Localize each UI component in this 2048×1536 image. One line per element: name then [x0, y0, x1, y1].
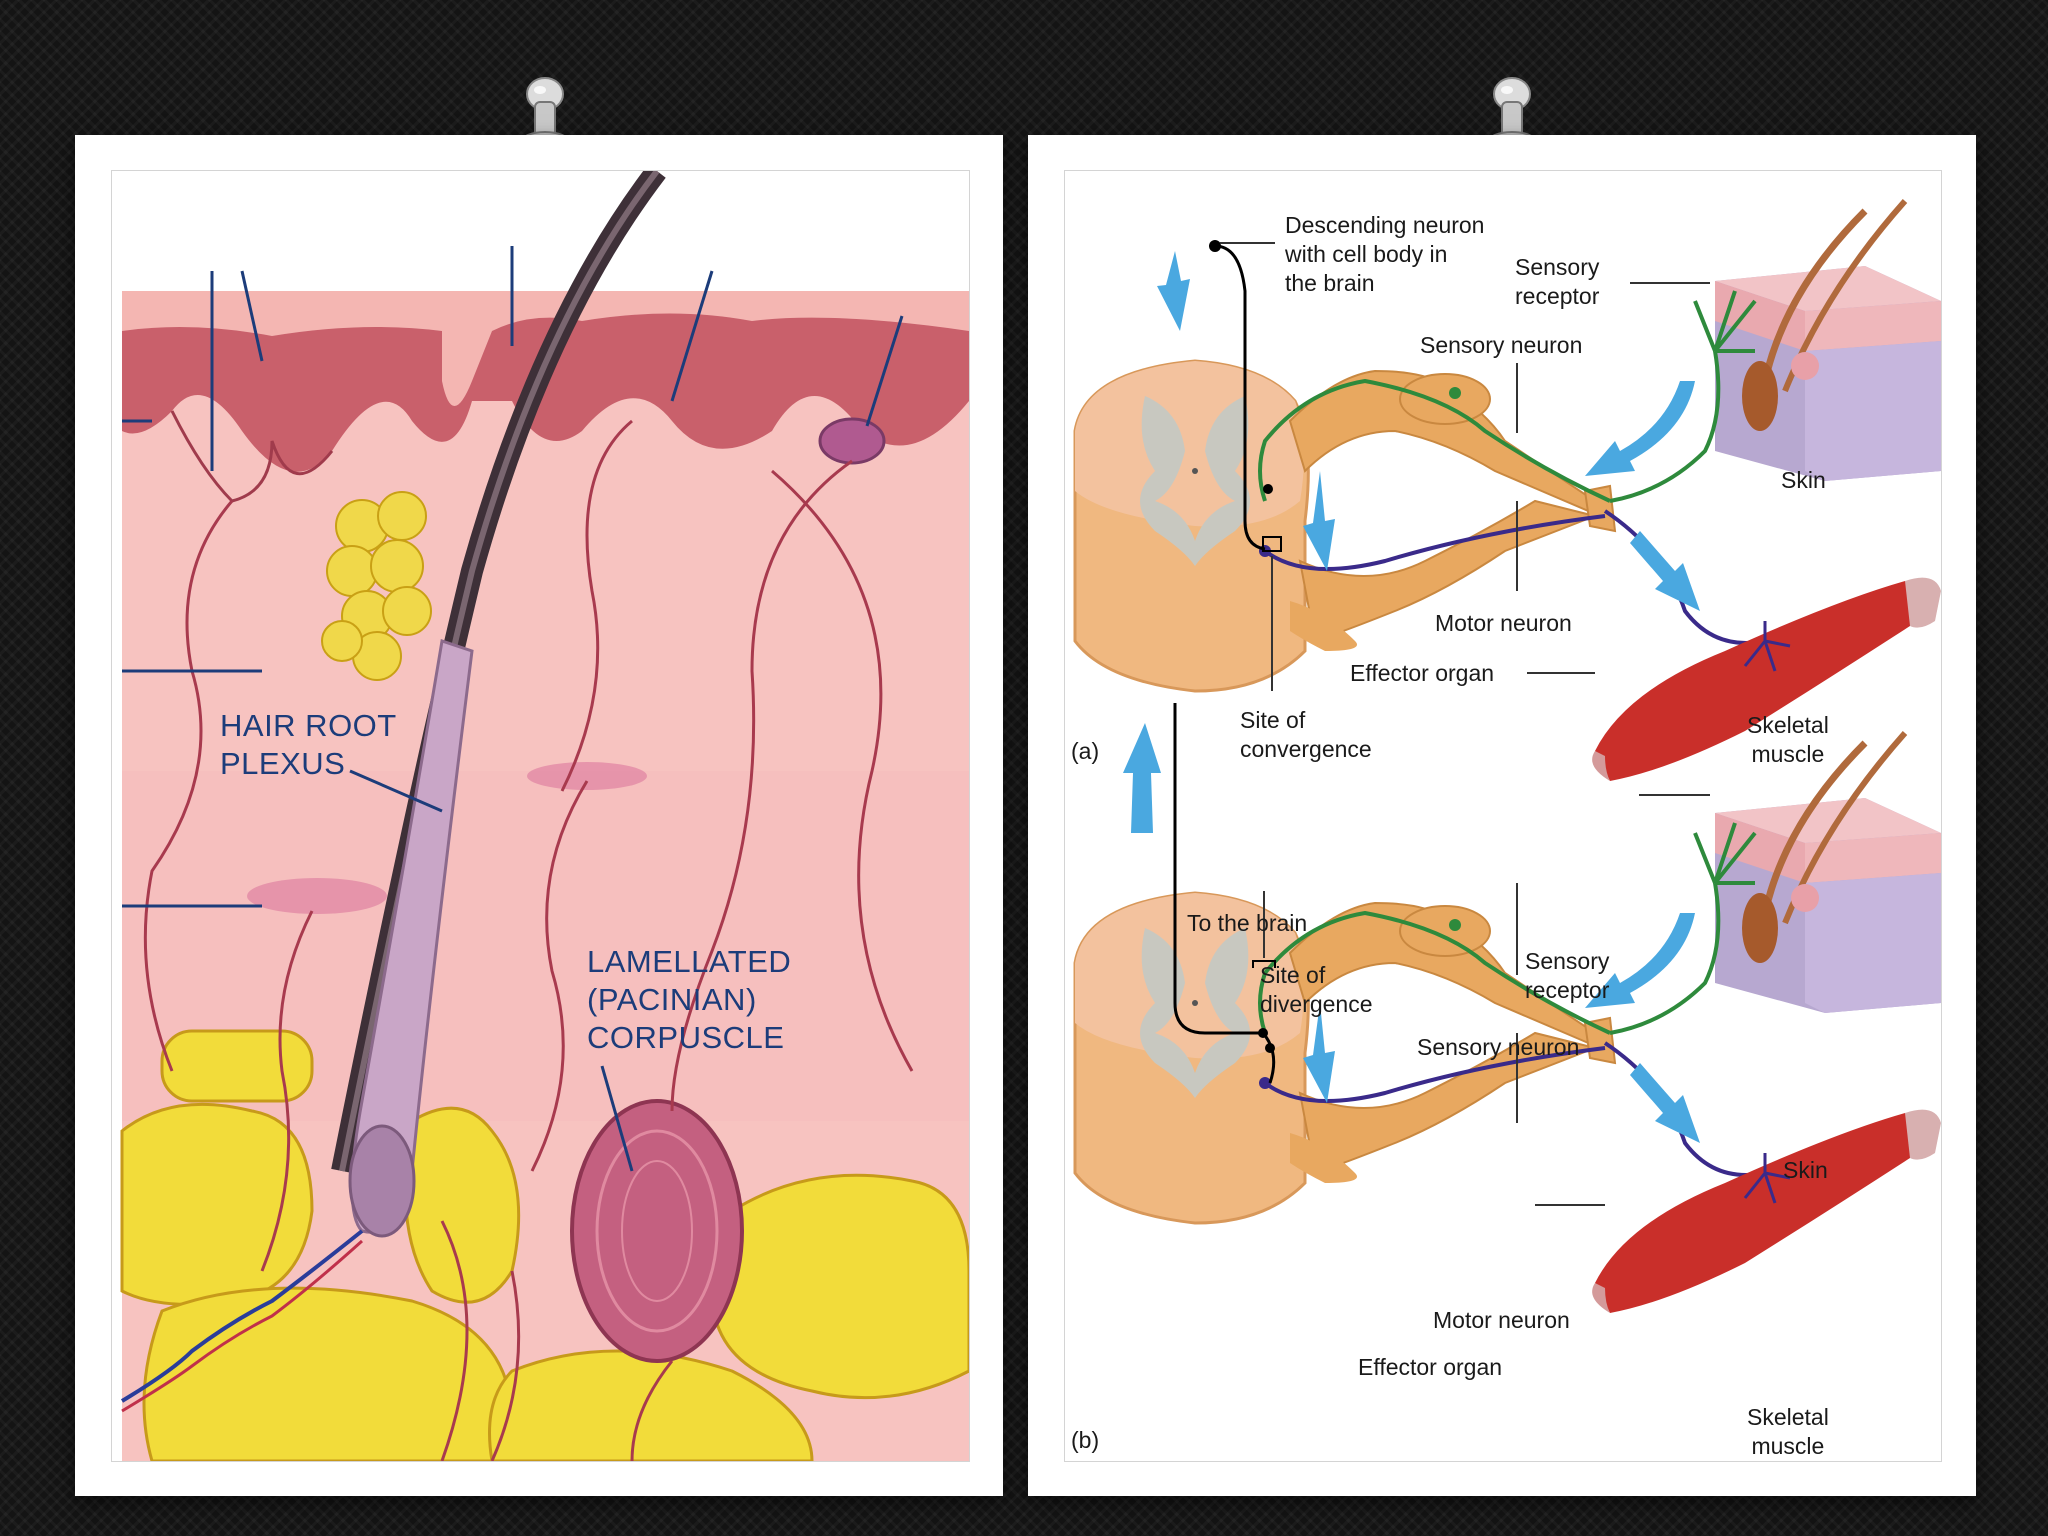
skin-cross-section-illustration [120, 171, 969, 1461]
neural-circuits-illustration [1073, 199, 1941, 1313]
effector-organ-label: Effector organ [1350, 660, 1495, 686]
panel-b-letter: (b) [1071, 1427, 1100, 1453]
neural-circuit-figure: Descending neuron with cell body in the … [1064, 170, 1942, 1462]
descending-neuron-label: Descending neuron with cell body in the … [1285, 212, 1485, 296]
motor-neuron-label-b: Motor neuron [1433, 1307, 1570, 1333]
sensory-receptor-label-b: Sensory receptor [1525, 948, 1610, 1003]
hair-root-plexus-label: HAIR ROOT PLEXUS [220, 708, 397, 781]
skeletal-muscle-label: Skeletal muscle [1747, 712, 1829, 767]
panel-a-illustration [1073, 199, 1941, 781]
left-photo-card: HAIR ROOT PLEXUS LAMELLATED (PACINIAN) C… [75, 135, 1003, 1496]
skin-label-b: Skin [1783, 1157, 1828, 1183]
to-the-brain-label: To the brain [1187, 910, 1308, 936]
right-photo-card: Descending neuron with cell body in the … [1028, 135, 1976, 1496]
skin-anatomy-figure: HAIR ROOT PLEXUS LAMELLATED (PACINIAN) C… [111, 170, 970, 1462]
site-of-divergence-label: Site of divergence [1260, 962, 1373, 1017]
motor-neuron-label: Motor neuron [1435, 610, 1572, 636]
site-of-convergence-label: Site of convergence [1240, 707, 1372, 762]
lamellated-corpuscle-label: LAMELLATED (PACINIAN) CORPUSCLE [587, 944, 792, 1055]
skin-label: Skin [1781, 467, 1826, 493]
sensory-receptor-label: Sensory receptor [1515, 254, 1600, 309]
sensory-neuron-label-b: Sensory neuron [1417, 1034, 1580, 1060]
panel-a-letter: (a) [1071, 738, 1100, 764]
panel-b-illustration [1073, 703, 1941, 1313]
skeletal-muscle-label-b: Skeletal muscle [1747, 1404, 1829, 1459]
sensory-neuron-label: Sensory neuron [1420, 332, 1583, 358]
effector-organ-label-b: Effector organ [1358, 1354, 1503, 1380]
